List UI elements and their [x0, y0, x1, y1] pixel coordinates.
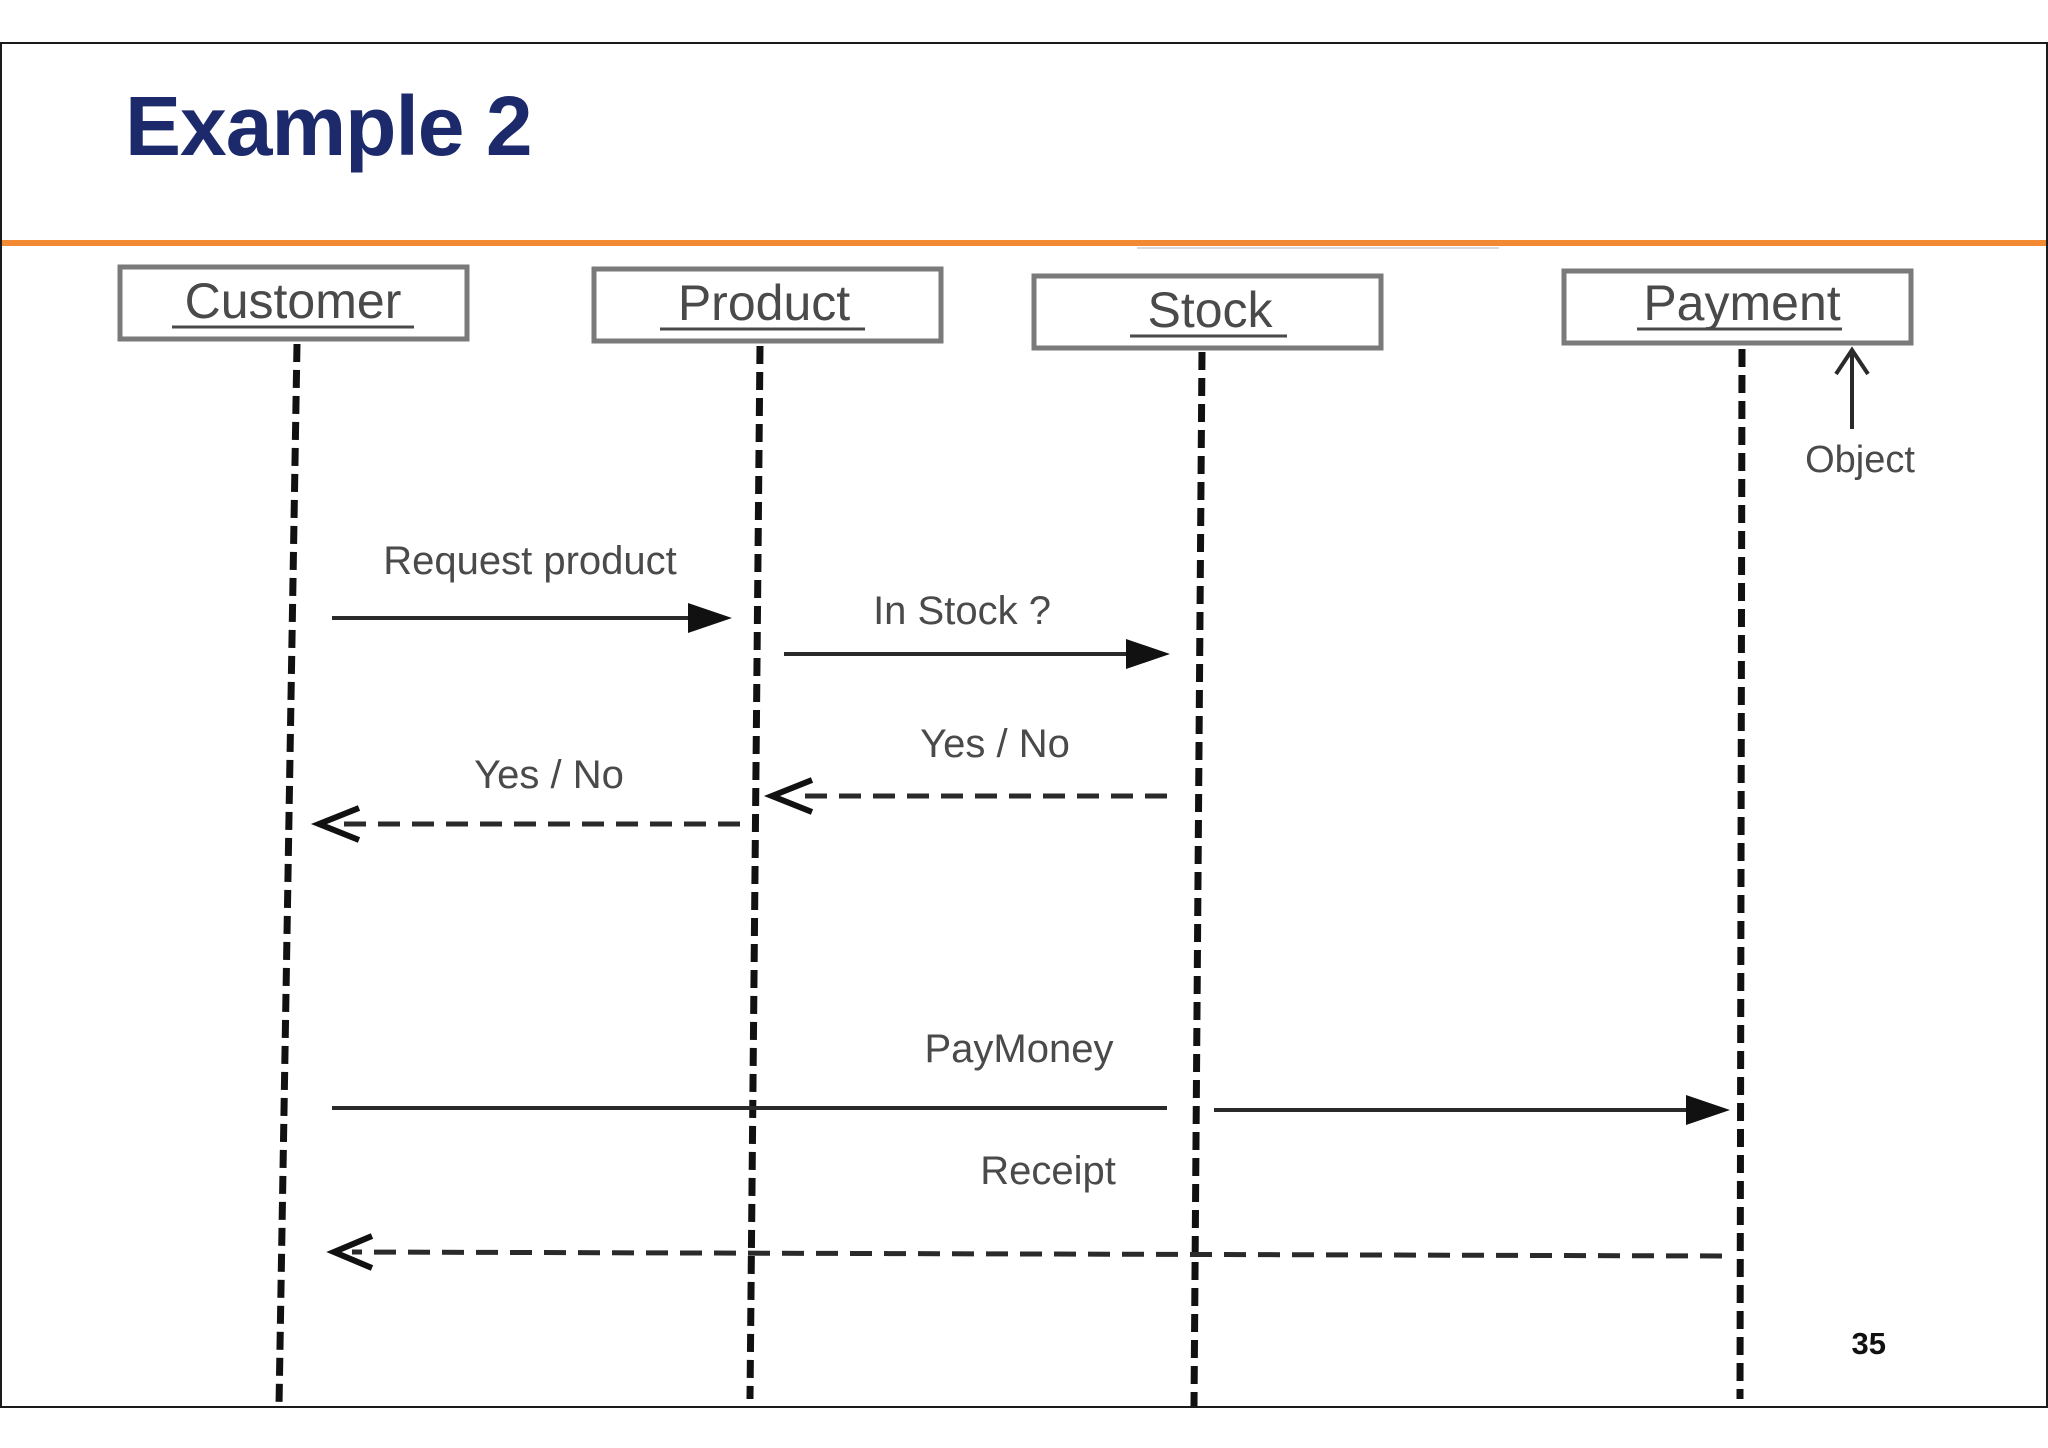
message-request-product: Request product — [332, 539, 732, 633]
faint-divider — [1137, 247, 1499, 249]
lifeline-product — [746, 345, 764, 1400]
message-label: Yes / No — [920, 722, 1070, 766]
message-receipt: Receipt — [326, 1149, 1723, 1271]
object-stock: Stock — [1031, 273, 1384, 351]
message-yes-no-stock: Yes / No — [763, 722, 1167, 815]
title-divider — [2, 240, 2046, 246]
lifeline-stock — [1190, 351, 1206, 1406]
object-customer: Customer — [117, 264, 470, 342]
object-payment-label: Payment — [1643, 275, 1840, 331]
object-stock-label: Stock — [1147, 282, 1273, 338]
message-yes-no-product: Yes / No — [310, 753, 740, 843]
message-in-stock: In Stock ? — [784, 589, 1170, 669]
object-customer-label: Customer — [185, 273, 402, 329]
object-annotation: Object — [1805, 346, 1915, 481]
annotation-arrowhead-icon — [1834, 346, 1870, 376]
slide: Example 2 Customer Product Stock — [0, 42, 2048, 1408]
lifeline-payment — [1736, 348, 1746, 1400]
arrowhead-filled-icon — [688, 603, 732, 633]
message-label: Receipt — [980, 1149, 1116, 1193]
object-product-label: Product — [678, 275, 850, 331]
message-label: In Stock ? — [873, 589, 1051, 633]
sequence-diagram: Customer Product Stock Payment Object Re… — [117, 264, 1915, 1406]
slide-title: Example 2 — [125, 79, 533, 173]
message-label: Request product — [383, 539, 677, 583]
lifeline-customer — [275, 343, 301, 1406]
arrowhead-filled-icon — [1126, 639, 1170, 669]
message-label: PayMoney — [925, 1027, 1114, 1071]
arrowhead-open-icon — [310, 805, 361, 843]
object-payment: Payment — [1561, 268, 1914, 346]
object-product: Product — [591, 266, 944, 344]
message-pay-money: PayMoney — [332, 1027, 1730, 1125]
arrowhead-open-icon — [326, 1233, 374, 1271]
arrowhead-open-icon — [763, 777, 814, 815]
page-number: 35 — [1851, 1326, 1886, 1361]
message-label: Yes / No — [474, 753, 624, 797]
arrowhead-filled-icon — [1686, 1095, 1730, 1125]
annotation-label: Object — [1805, 439, 1915, 481]
